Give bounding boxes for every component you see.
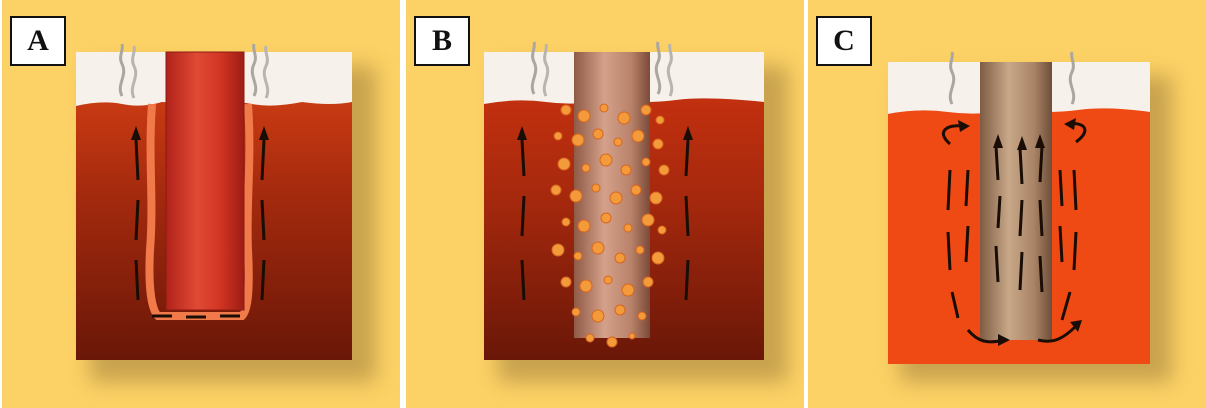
panel-c: C bbox=[808, 0, 1206, 408]
flow-arrow-left bbox=[136, 140, 138, 300]
flow-arrow-right bbox=[686, 140, 688, 300]
flow-arrow-bottom bbox=[152, 316, 240, 317]
panel-b: B bbox=[406, 0, 804, 408]
panel-label-b: B bbox=[414, 16, 470, 66]
panel-a: A bbox=[2, 0, 400, 408]
panel-label-c: C bbox=[816, 16, 872, 66]
flow-arrow-right bbox=[262, 140, 264, 300]
panel-label-a: A bbox=[10, 16, 66, 66]
flow-arrow-left bbox=[522, 140, 524, 300]
rod bbox=[166, 52, 244, 310]
